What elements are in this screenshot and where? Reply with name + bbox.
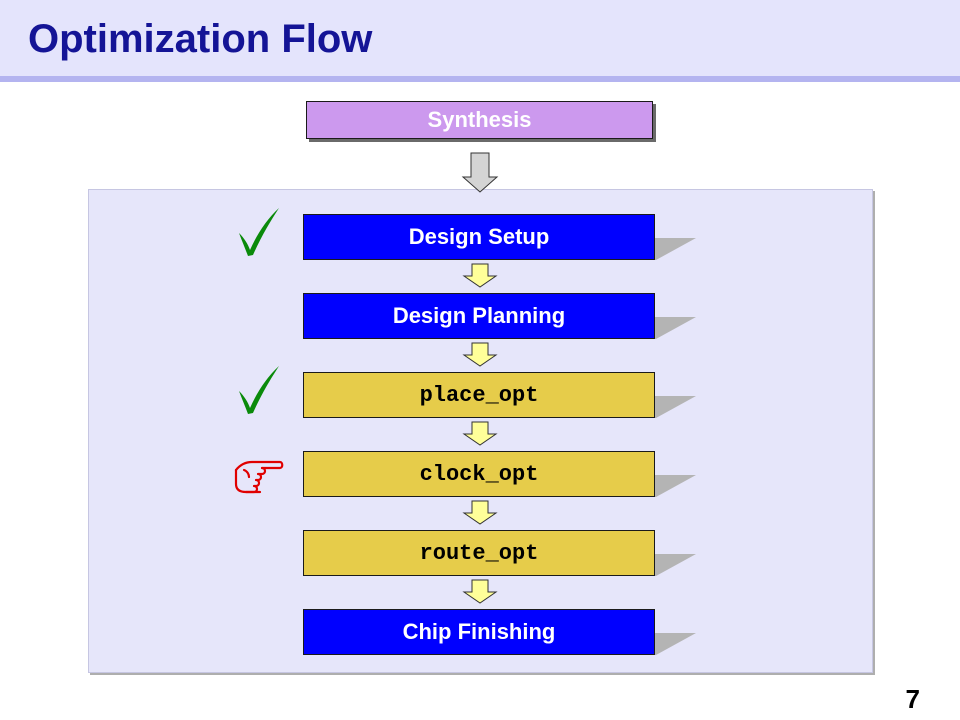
title-underline [0, 76, 960, 82]
clock-opt-label: clock_opt [419, 461, 539, 487]
synthesis-step: Synthesis [306, 101, 653, 139]
down-arrow [462, 579, 498, 604]
route-opt-label: route_opt [419, 540, 539, 566]
clock-opt-step: clock_opt [303, 451, 655, 497]
place-opt-step: place_opt [303, 372, 655, 418]
slide-title: Optimization Flow [28, 17, 373, 61]
title-bar [0, 0, 960, 78]
chip-finishing-label: Chip Finishing [402, 619, 556, 644]
chip-finishing-step: Chip Finishing [303, 609, 655, 655]
check-icon [239, 366, 279, 414]
down-arrow [462, 263, 498, 288]
synthesis-step-label: Synthesis [427, 107, 532, 132]
down-arrow [462, 421, 498, 446]
place-opt-label: place_opt [419, 382, 539, 408]
design-setup-step: Design Setup [303, 214, 655, 260]
design-planning-step: Design Planning [303, 293, 655, 339]
check-icon [239, 208, 279, 256]
page-number: 7 [905, 684, 920, 714]
pointing-hand-icon [234, 460, 284, 494]
down-arrow [462, 342, 498, 367]
step-shadows [654, 238, 696, 655]
design-setup-label: Design Setup [408, 224, 550, 249]
route-opt-step: route_opt [303, 530, 655, 576]
down-arrow [462, 500, 498, 525]
design-planning-label: Design Planning [392, 303, 566, 328]
down-arrow-gray [461, 152, 499, 193]
